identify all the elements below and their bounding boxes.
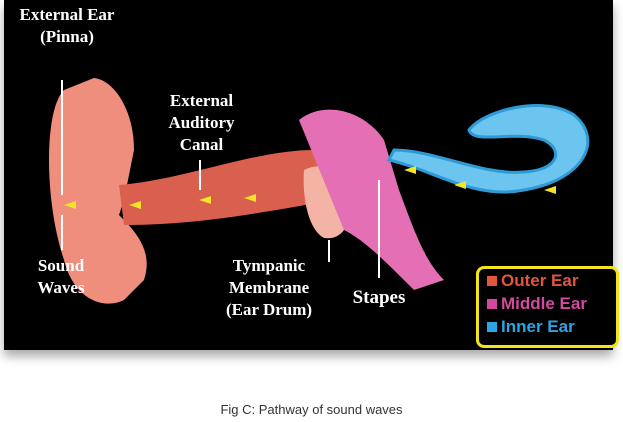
middle-ear [299, 109, 444, 290]
legend: Outer Ear Middle Ear Inner Ear [476, 266, 619, 348]
swatch-icon [487, 321, 497, 332]
swatch-icon [487, 298, 497, 309]
canal [119, 150, 334, 225]
legend-inner-ear: Inner Ear [487, 315, 616, 338]
swatch-icon [487, 275, 497, 286]
cochlea-inner-ear [386, 104, 590, 194]
ear-diagram-panel: External Ear (Pinna) External Auditory C… [4, 0, 619, 350]
label-lines [61, 80, 380, 278]
label-tympanic: Tympanic Membrane (Ear Drum) [225, 256, 313, 319]
figure-caption: Fig C: Pathway of sound waves [220, 402, 403, 417]
label-stapes: Stapes [352, 287, 406, 308]
label-sound-waves: Sound Waves [37, 256, 85, 297]
ear-illustration [49, 78, 590, 304]
label-pinna: External Ear (Pinna) [19, 5, 115, 46]
label-canal: External Auditory Canal [168, 91, 235, 154]
sound-wave-arrows [64, 166, 556, 209]
legend-middle-ear: Middle Ear [487, 292, 616, 315]
pinna [49, 78, 147, 304]
legend-outer-ear: Outer Ear [487, 269, 616, 292]
